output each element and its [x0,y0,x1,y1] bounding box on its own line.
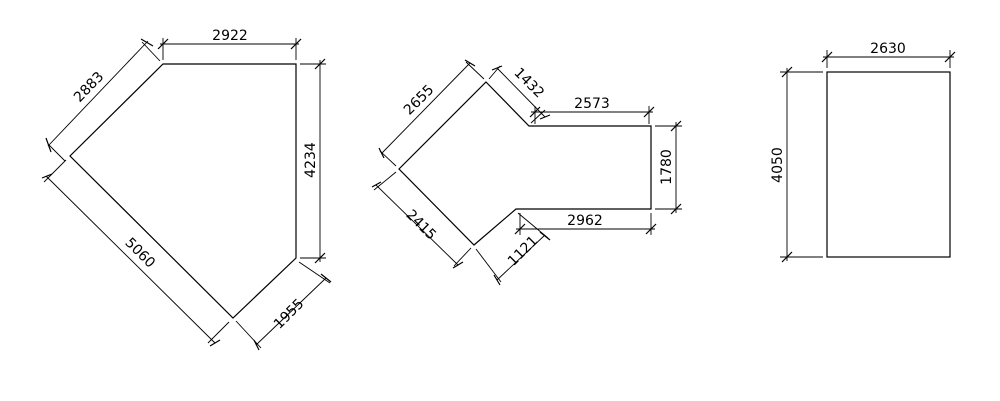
dimension-label: 2573 [574,96,610,112]
chevron-group: 2655 1432 2573 1780 [371,59,682,286]
dimension-label: 5060 [122,235,159,272]
dimension-label: 2883 [71,69,107,106]
dimension-label: 2630 [870,41,906,57]
dimension-top-2922: 2922 [157,28,302,60]
dimension-label: 4050 [770,147,786,183]
dimension-label: 1780 [659,149,675,185]
dimension-label: 1432 [511,65,548,102]
dimension-label: 1121 [505,233,542,270]
dimension-right-1780: 1780 [655,120,682,215]
dimension-label: 2415 [403,207,440,244]
dimension-upper-left-2655: 2655 [378,59,485,167]
dimension-lower-left-2415: 2415 [371,171,472,269]
dimension-bottom-2962: 2962 [514,213,657,235]
dimension-label: 2655 [401,82,438,119]
dimension-left-4050: 4050 [770,66,823,263]
pentagon-group: 2922 2883 4234 5060 [41,28,332,351]
dimension-top-2630: 2630 [821,41,956,68]
dimension-right-4234: 4234 [300,58,326,264]
dimension-label: 2962 [567,213,603,229]
dimension-top-2573: 2573 [529,96,655,124]
dimension-upper-left-2883: 2883 [45,38,161,162]
dimension-label: 4234 [303,142,319,178]
dimension-notch-1121: 1121 [475,212,551,286]
chevron-outline [398,81,652,246]
dimension-lower-left-5060: 5060 [41,159,230,347]
dimension-lower-right-1955: 1955 [235,261,332,351]
rectangle-group: 2630 4050 [770,41,956,263]
dimension-label: 2922 [212,28,248,44]
rectangle-outline [826,71,951,258]
pentagon-outline [69,63,297,319]
